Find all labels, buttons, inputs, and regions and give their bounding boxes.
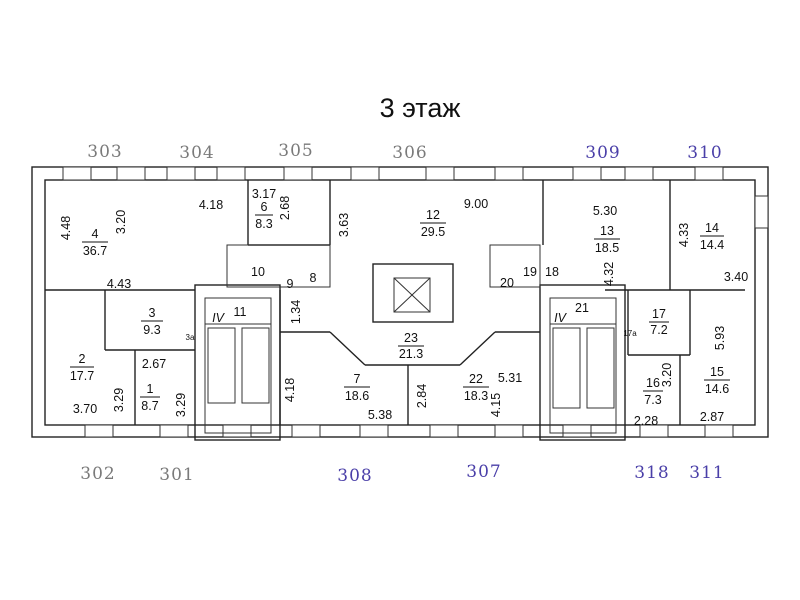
hand-number: 310 bbox=[687, 143, 722, 163]
room-1-area: 8.7 bbox=[141, 399, 158, 413]
stair-iv-label: IV bbox=[212, 311, 225, 325]
room-7-area: 18.6 bbox=[345, 389, 369, 403]
hand-number: 306 bbox=[392, 143, 427, 163]
room-22-area: 18.3 bbox=[464, 389, 488, 403]
room-6-dim: 3.17 bbox=[252, 187, 276, 201]
room-6-dim: 2.68 bbox=[278, 196, 292, 220]
room-15-area: 14.6 bbox=[705, 382, 729, 396]
room-17-area: 7.2 bbox=[650, 323, 667, 337]
room-2-dim: 3.29 bbox=[112, 388, 126, 412]
room-18-label: 18 bbox=[545, 265, 559, 279]
room-15-id: 15 bbox=[710, 365, 724, 379]
room-3a-label: 3а bbox=[186, 333, 195, 342]
room-4-dim: 4.48 bbox=[59, 216, 73, 240]
hand-number: 303 bbox=[87, 142, 122, 162]
room-7-dim: 5.38 bbox=[368, 408, 392, 422]
room-13-dim: 4.32 bbox=[602, 262, 616, 286]
room-14-area: 14.4 bbox=[700, 238, 724, 252]
room-12-dim: 9.00 bbox=[464, 197, 488, 211]
exterior-walls bbox=[31, 166, 769, 438]
room-16-area: 7.3 bbox=[644, 393, 661, 407]
wc-blocks bbox=[226, 244, 541, 288]
room-22-dim: 5.31 bbox=[498, 371, 522, 385]
room-23-id: 23 bbox=[404, 331, 418, 345]
room-21-label: 21 bbox=[575, 301, 589, 315]
hand-number: 305 bbox=[278, 141, 313, 161]
room-17-id: 17 bbox=[652, 307, 666, 321]
windows-bottom bbox=[84, 424, 734, 438]
room-4-dim: 4.43 bbox=[107, 277, 131, 291]
room-19-label: 19 bbox=[523, 265, 537, 279]
room-4-dim: 4.18 bbox=[199, 198, 223, 212]
room-3-area: 9.3 bbox=[143, 323, 160, 337]
room-15-dim: 2.87 bbox=[700, 410, 724, 424]
room-16-id: 16 bbox=[646, 376, 660, 390]
room-23-dim: 1.34 bbox=[289, 300, 303, 324]
room-15-dim: 5.93 bbox=[713, 326, 727, 350]
room-1-dim: 2.67 bbox=[142, 357, 166, 371]
room-1-id: 1 bbox=[147, 382, 154, 396]
room-2-dim: 3.70 bbox=[73, 402, 97, 416]
handwritten-numbers-top: 303 304 305 306 309 310 bbox=[87, 141, 722, 163]
room-22-dim: 4.15 bbox=[489, 393, 503, 417]
room-2-area: 17.7 bbox=[70, 369, 94, 383]
room-7-id: 7 bbox=[354, 372, 361, 386]
stair-iv-label: IV bbox=[554, 311, 567, 325]
windows-top bbox=[62, 166, 769, 229]
room-12-dim: 3.63 bbox=[337, 213, 351, 237]
room-4-dim: 3.20 bbox=[114, 210, 128, 234]
room-4-id: 4 bbox=[92, 227, 99, 241]
room-14-dim: 4.33 bbox=[677, 223, 691, 247]
elevator-shaft bbox=[372, 263, 454, 323]
room-13-id: 13 bbox=[600, 224, 614, 238]
room-9-label: 9 bbox=[287, 277, 294, 291]
room-22-dim: 2.84 bbox=[415, 384, 429, 408]
room-8-label: 8 bbox=[310, 271, 317, 285]
room-6-area: 8.3 bbox=[255, 217, 272, 231]
room-3-id: 3 bbox=[149, 306, 156, 320]
hand-number: 304 bbox=[179, 143, 214, 163]
room-14-dim: 3.40 bbox=[724, 270, 748, 284]
room-23-area: 21.3 bbox=[399, 347, 423, 361]
room-12-id: 12 bbox=[426, 208, 440, 222]
floor-title: 3 этаж bbox=[380, 93, 461, 123]
hand-number: 302 bbox=[80, 464, 115, 484]
handwritten-numbers-bottom: 302 301 308 307 318 311 bbox=[80, 462, 724, 486]
hand-number: 309 bbox=[585, 143, 620, 163]
room-12-area: 29.5 bbox=[421, 225, 445, 239]
room-11-label: 11 bbox=[234, 305, 247, 319]
room-17a-label: 17а bbox=[623, 329, 637, 338]
small-labels: 10 9 8 19 18 20 11 21 3а 17а IV IV bbox=[186, 265, 638, 342]
hand-number: 311 bbox=[689, 463, 724, 483]
room-16-dim: 2.28 bbox=[634, 414, 658, 428]
hand-number: 308 bbox=[337, 466, 372, 486]
room-7-dim: 4.18 bbox=[283, 378, 297, 402]
room-20-label: 20 bbox=[500, 276, 514, 290]
hand-number: 318 bbox=[634, 463, 669, 483]
staircase-right bbox=[539, 284, 626, 441]
room-6-id: 6 bbox=[261, 200, 268, 214]
hand-number: 307 bbox=[466, 462, 501, 482]
room-1-dim: 3.29 bbox=[174, 393, 188, 417]
room-13-area: 18.5 bbox=[595, 241, 619, 255]
room-14-id: 14 bbox=[705, 221, 719, 235]
room-16-dim: 3.20 bbox=[660, 363, 674, 387]
hand-number: 301 bbox=[159, 465, 194, 485]
staircase-left bbox=[194, 284, 281, 441]
room-2-id: 2 bbox=[79, 352, 86, 366]
room-22-id: 22 bbox=[469, 372, 483, 386]
room-10-label: 10 bbox=[251, 265, 265, 279]
room-labels: 4 36.7 4.48 3.20 4.18 4.43 3.17 6 8.3 2.… bbox=[59, 187, 748, 428]
room-13-dim: 5.30 bbox=[593, 204, 617, 218]
room-4-area: 36.7 bbox=[83, 244, 107, 258]
